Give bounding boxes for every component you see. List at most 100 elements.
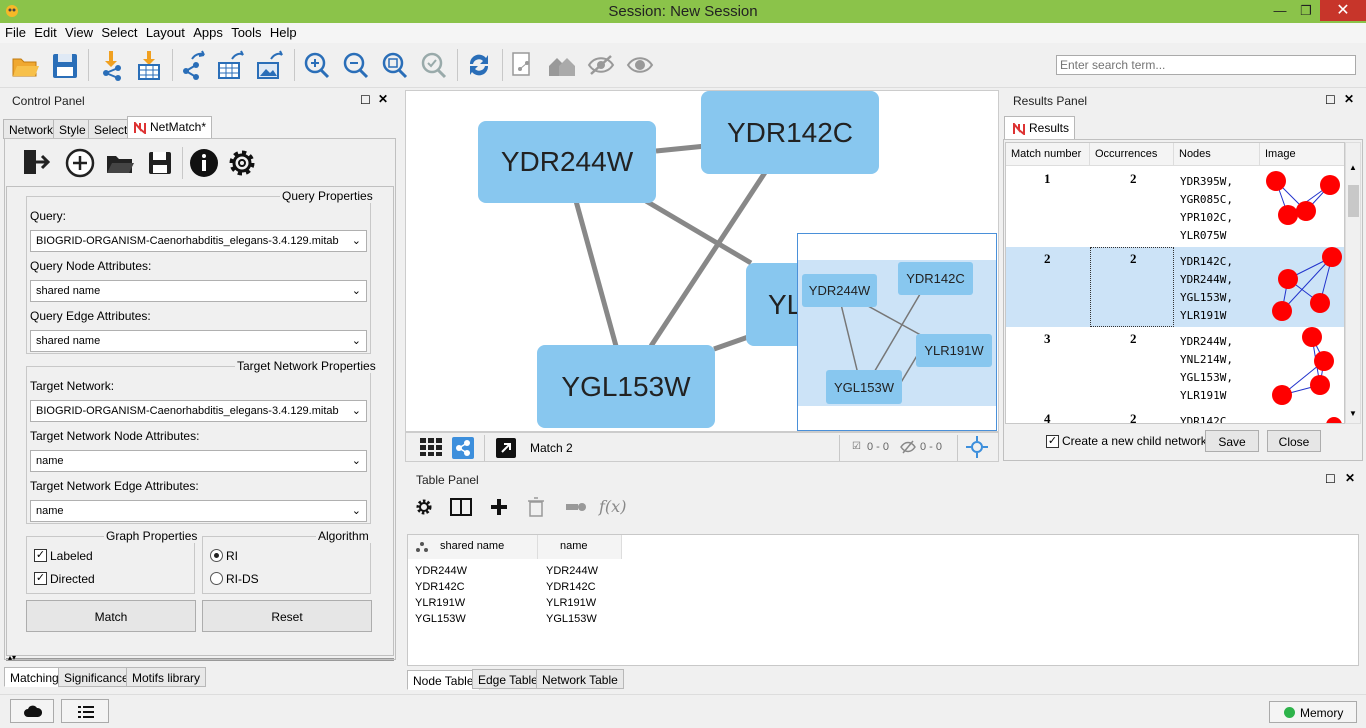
menu-apps[interactable]: Apps (193, 25, 223, 40)
exit-icon[interactable] (20, 146, 50, 178)
column-layout-icon[interactable] (450, 498, 472, 516)
table-settings-gear-icon[interactable] (415, 498, 433, 516)
import-network-icon[interactable] (96, 49, 126, 81)
tab-significance[interactable]: Significance (58, 667, 135, 687)
zoom-in-icon[interactable] (302, 49, 332, 81)
zoom-fit-icon[interactable] (380, 49, 410, 81)
tab-netmatch[interactable]: NetMatch* (127, 116, 213, 139)
tab-network-table[interactable]: Network Table (536, 669, 624, 689)
table-cell[interactable]: YGL153W (546, 613, 597, 625)
close-panel-icon[interactable]: ✕ (1344, 92, 1355, 106)
directed-checkbox[interactable]: ✓ (34, 572, 47, 585)
network-node[interactable]: YDR244W (478, 121, 656, 203)
scroll-down-icon[interactable]: ▼ (1349, 409, 1357, 418)
table-row[interactable]: 2 2 YDR142C, YDR244W, YGL153W, YLR191W (1006, 247, 1344, 327)
table-cell[interactable]: YDR244W (415, 565, 467, 577)
save-icon[interactable] (144, 147, 176, 179)
menu-file[interactable]: File (5, 25, 26, 40)
table-row[interactable]: 1 2 YDR395W, YGR085C, YPR102C, YLR075W (1006, 167, 1344, 247)
search-input[interactable] (1056, 55, 1356, 75)
tab-network[interactable]: Network (3, 119, 60, 139)
fit-content-icon[interactable] (966, 436, 988, 458)
menu-select[interactable]: Select (101, 25, 138, 40)
table-cell[interactable]: YGL153W (415, 613, 466, 625)
tab-motifs-library[interactable]: Motifs library (126, 667, 207, 687)
export-image-icon[interactable] (255, 49, 285, 81)
menu-edit[interactable]: Edit (34, 25, 57, 40)
match-button[interactable]: Match (26, 600, 196, 632)
export-table-icon[interactable] (216, 49, 246, 81)
column-header[interactable]: Match number (1006, 143, 1090, 166)
menu-tools[interactable]: Tools (231, 25, 262, 40)
table-row[interactable]: 3 2 YDR244W, YNL214W, YGL153W, YLR191W (1006, 327, 1344, 407)
task-list-button[interactable] (61, 699, 109, 723)
table-cell[interactable]: YLR191W (415, 597, 466, 609)
grid-view-icon[interactable] (420, 438, 442, 456)
tab-style[interactable]: Style (53, 119, 92, 139)
tab-results[interactable]: Results (1004, 116, 1076, 140)
detach-view-icon[interactable] (496, 438, 516, 458)
table-cell[interactable]: YLR191W (546, 597, 597, 609)
function-builder-icon[interactable]: f(x) (599, 497, 627, 516)
tab-matching[interactable]: Matching (4, 667, 65, 687)
memory-button[interactable]: Memory (1269, 701, 1357, 723)
menu-view[interactable]: View (65, 25, 93, 40)
birds-eye-overview[interactable]: YDR244W YDR142C YLR191W YGL153W (797, 233, 997, 431)
add-icon[interactable] (64, 147, 96, 179)
info-icon[interactable] (188, 147, 220, 179)
zoom-selected-icon[interactable] (419, 49, 449, 81)
network-node[interactable]: YGL153W (537, 345, 715, 428)
target-node-attr-select[interactable]: name⌄ (30, 450, 367, 472)
table-cell[interactable]: YDR142C (415, 581, 465, 593)
tab-edge-table[interactable]: Edge Table (472, 669, 544, 689)
settings-gear-icon[interactable] (226, 147, 258, 179)
reset-button[interactable]: Reset (202, 600, 372, 632)
tab-node-table[interactable]: Node Table (407, 670, 480, 690)
import-table-icon[interactable] (134, 49, 164, 81)
query-edge-attr-select[interactable]: shared name⌄ (30, 330, 367, 352)
close-window-button[interactable]: ✕ (1320, 0, 1366, 21)
cloud-button[interactable] (10, 699, 54, 723)
save-session-icon[interactable] (50, 49, 80, 81)
column-header[interactable]: shared name (408, 535, 538, 559)
save-button[interactable]: Save (1205, 430, 1259, 452)
network-view-icon[interactable] (452, 437, 474, 459)
float-panel-icon[interactable]: ☐ (1325, 472, 1336, 486)
export-network-icon[interactable] (178, 49, 208, 81)
tab-select[interactable]: Select (88, 119, 134, 139)
add-column-icon[interactable] (489, 497, 509, 517)
open-session-icon[interactable] (10, 49, 40, 81)
restore-button[interactable]: ❐ (1300, 3, 1312, 18)
zoom-out-icon[interactable] (341, 49, 371, 81)
column-header[interactable]: Nodes (1174, 143, 1260, 166)
scroll-up-icon[interactable]: ▲ (1349, 163, 1357, 172)
open-folder-icon[interactable] (104, 147, 136, 179)
target-edge-attr-select[interactable]: name⌄ (30, 500, 367, 522)
close-panel-icon[interactable]: ✕ (378, 92, 389, 106)
close-panel-icon[interactable]: ✕ (1345, 471, 1356, 485)
float-panel-icon[interactable]: ☐ (1325, 93, 1336, 107)
network-canvas[interactable]: YDR244W YDR142C YL YGL153W YDR244W YDR14… (405, 90, 999, 432)
network-node[interactable]: YDR142C (701, 91, 879, 174)
new-network-from-selection-icon[interactable] (508, 49, 538, 81)
table-cell[interactable]: YDR244W (546, 565, 598, 577)
ri-radio[interactable] (210, 549, 223, 562)
rids-radio[interactable] (210, 572, 223, 585)
menu-layout[interactable]: Layout (145, 25, 185, 40)
table-row[interactable]: 4 2 YDR142C, (1006, 407, 1344, 423)
labeled-checkbox[interactable]: ✓ (34, 549, 47, 562)
link-table-icon[interactable] (565, 500, 587, 514)
home-icon[interactable] (547, 49, 577, 81)
float-panel-icon[interactable]: ☐ (360, 93, 371, 107)
close-button[interactable]: Close (1267, 430, 1321, 452)
collapse-arrows-icon[interactable]: ▴▾ (8, 653, 17, 662)
delete-column-icon[interactable] (527, 497, 545, 517)
query-node-attr-select[interactable]: shared name⌄ (30, 280, 367, 302)
column-header[interactable]: Occurrences (1090, 143, 1174, 166)
child-network-checkbox[interactable]: ✓ (1046, 435, 1059, 448)
table-cell[interactable]: YDR142C (546, 581, 596, 593)
minimize-button[interactable]: — (1273, 3, 1287, 18)
menu-help[interactable]: Help (269, 25, 297, 40)
column-header[interactable]: Image (1260, 143, 1344, 166)
query-select[interactable]: BIOGRID-ORGANISM-Caenorhabditis_elegans-… (30, 230, 367, 252)
